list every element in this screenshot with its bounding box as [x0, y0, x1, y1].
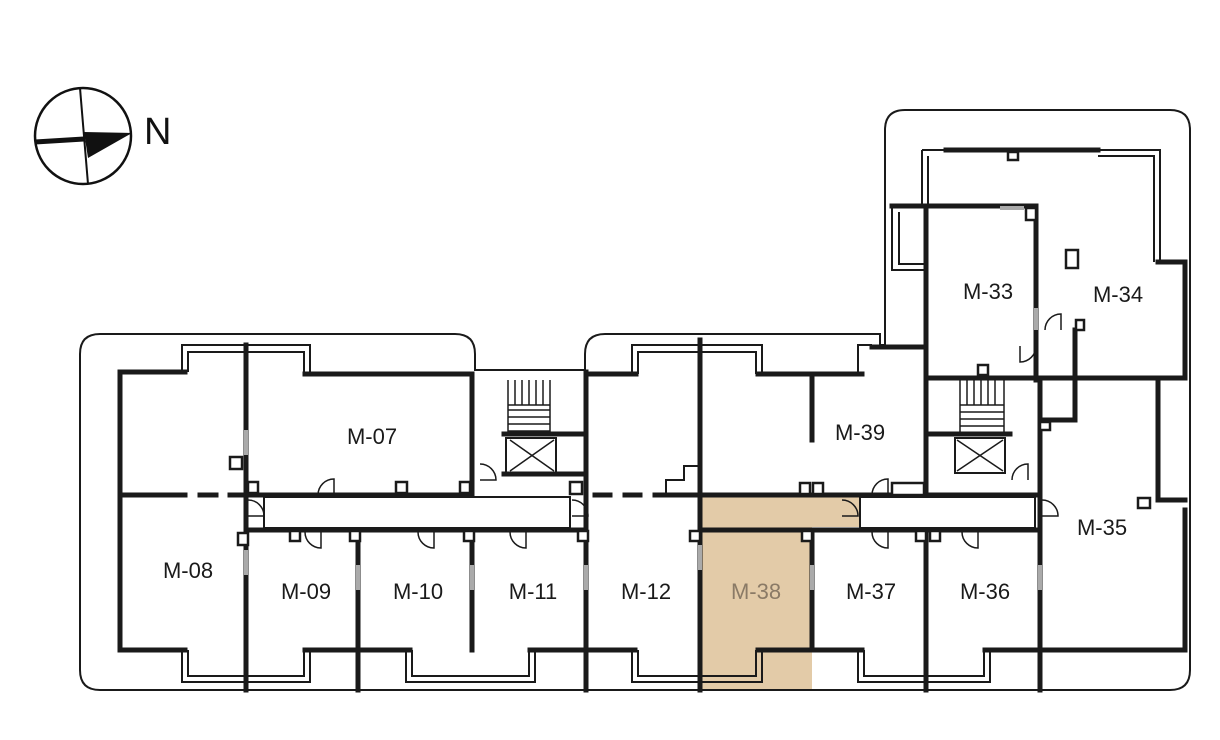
compass-axis — [79, 87, 89, 185]
unit-m-38-corridor-fill — [700, 497, 860, 527]
unit-label-m-34[interactable]: M-34 — [1093, 282, 1143, 307]
unit-label-m-36[interactable]: M-36 — [960, 579, 1010, 604]
unit-label-m-35[interactable]: M-35 — [1077, 515, 1127, 540]
stairs-east — [956, 380, 1005, 472]
unit-label-m-39[interactable]: M-39 — [835, 420, 885, 445]
windows — [244, 206, 1042, 590]
unit-area[interactable] — [1038, 158, 1183, 376]
doors — [247, 313, 1062, 549]
unit-label-m-10[interactable]: M-10 — [393, 579, 443, 604]
unit-label-m-07[interactable]: M-07 — [347, 424, 397, 449]
walls — [117, 147, 1188, 693]
unit-label-m-33[interactable]: M-33 — [963, 279, 1013, 304]
stairs-west — [507, 380, 555, 472]
unit-area[interactable] — [702, 376, 924, 493]
north-arrow-icon — [84, 132, 132, 158]
compass: N — [33, 86, 171, 186]
columns — [228, 150, 1152, 547]
unit-label-m-37[interactable]: M-37 — [846, 579, 896, 604]
compass-label: N — [144, 111, 171, 153]
unit-label-m-09[interactable]: M-09 — [281, 579, 331, 604]
units: M-07 M-08 M-09 M-10 M-11 M-12 M-38 M-37 … — [163, 158, 1183, 648]
unit-area[interactable] — [588, 497, 698, 648]
compass-tail — [34, 136, 85, 145]
unit-label-m-08[interactable]: M-08 — [163, 558, 213, 583]
unit-label-m-12[interactable]: M-12 — [621, 579, 671, 604]
unit-label-m-38[interactable]: M-38 — [731, 579, 781, 604]
unit-label-m-11[interactable]: M-11 — [509, 579, 558, 604]
